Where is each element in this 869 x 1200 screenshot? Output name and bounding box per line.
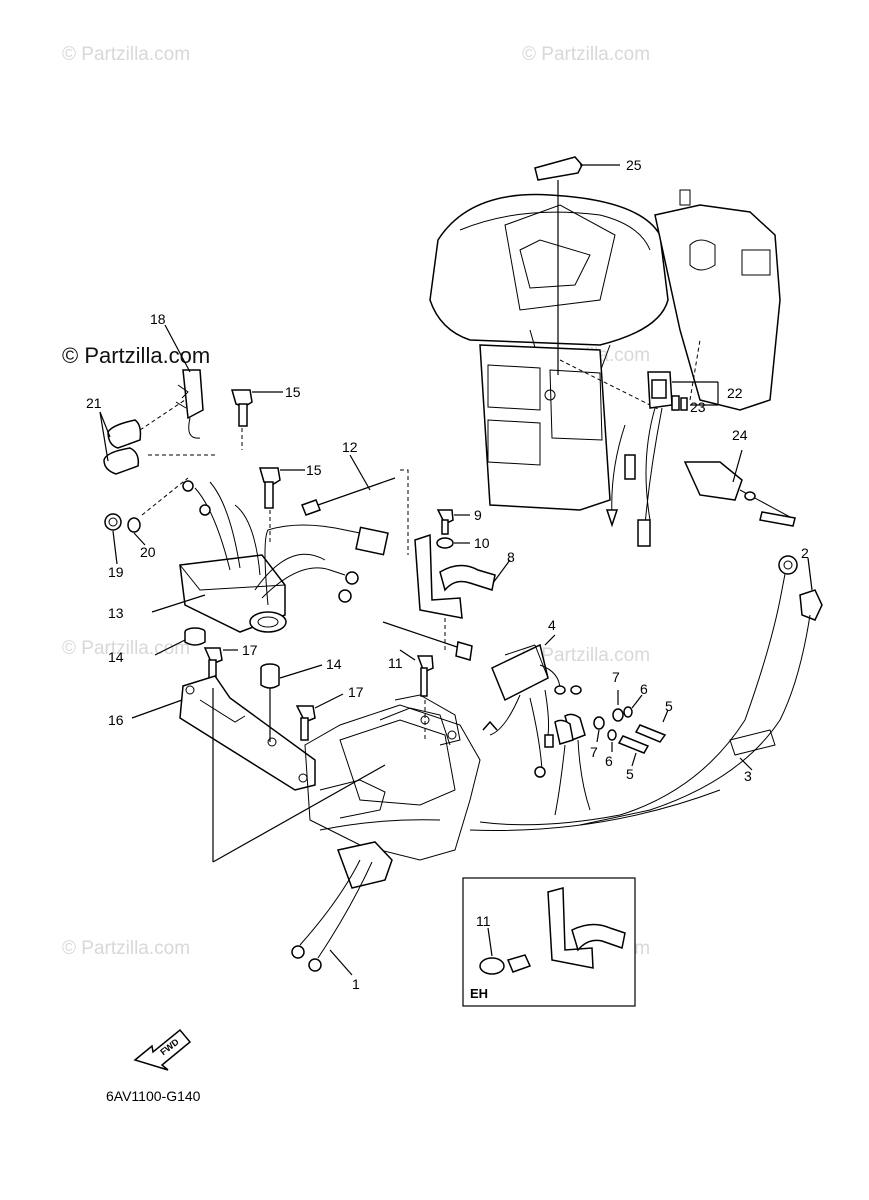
watermark: © Partzilla.com: [62, 938, 191, 959]
inset-label: EH: [470, 986, 488, 1001]
battery-cable-2: [479, 555, 823, 826]
diagram-code: 6AV1100-G140: [106, 1088, 201, 1104]
washer-20: [127, 477, 189, 546]
watermark: © Partzilla.com: [522, 44, 651, 65]
callout-19: 19: [108, 564, 124, 580]
callout-14b: 14: [326, 656, 342, 672]
callout-5b: 5: [626, 766, 634, 782]
callout-25: 25: [626, 157, 642, 173]
callout-24: 24: [732, 427, 748, 443]
connector-22-23: [605, 371, 719, 547]
grommet-14a: [154, 627, 206, 656]
harness-3: [319, 757, 753, 831]
bolt-17a: [203, 647, 238, 685]
washer-7b: [593, 716, 605, 743]
callout-1: 1: [352, 976, 360, 992]
callout-5a: 5: [665, 698, 673, 714]
callout-15b: 15: [306, 462, 322, 478]
washer-7a: [612, 690, 624, 722]
callout-23: 23: [690, 399, 706, 415]
bolt-5a: [634, 709, 669, 743]
rectifier-4: [482, 634, 561, 778]
callout-16: 16: [108, 712, 124, 728]
callout-17b: 17: [348, 684, 364, 700]
callout-17a: 17: [242, 642, 258, 658]
caps-21: [99, 399, 215, 475]
nut-19: [104, 513, 122, 565]
grommet-14b: [260, 663, 323, 689]
bracket-24: [683, 449, 796, 527]
bolt-15b: [259, 467, 305, 545]
callout-21: 21: [86, 395, 102, 411]
watermark: © Partzilla.com: [522, 645, 651, 666]
inset-eh: [462, 877, 636, 1007]
bracket-16: [131, 675, 386, 863]
callout-8: 8: [507, 549, 515, 565]
watermark: © Partzilla.com: [62, 44, 191, 65]
terminal-connectors: [554, 685, 591, 816]
callout-22: 22: [727, 385, 743, 401]
callout-10: 10: [474, 535, 490, 551]
callout-3: 3: [744, 768, 752, 784]
cable-tie-12: [301, 454, 409, 555]
callout-11: 11: [388, 655, 403, 671]
grommet-part-1: [291, 841, 393, 976]
lower-housing: [304, 694, 481, 861]
washer-6b: [607, 729, 617, 752]
callout-18: 18: [150, 311, 166, 327]
bracket-8: [414, 533, 511, 650]
washer-10: [436, 537, 470, 549]
fwd-arrow-icon: [133, 1028, 192, 1071]
part-25-clip: [534, 156, 620, 375]
callout-7a: 7: [612, 669, 620, 685]
callout-6b: 6: [605, 753, 613, 769]
callouts: 25 22 23 24 18 21 15 15 12 9 10 8 2 20 1…: [86, 157, 809, 1104]
callout-6a: 6: [640, 681, 648, 697]
inset-callout-11: 11: [476, 913, 491, 929]
cdi-unit-13: [151, 480, 389, 633]
switch-18: [164, 324, 204, 439]
callout-20: 20: [140, 544, 156, 560]
bolt-9: [436, 509, 470, 535]
callout-13: 13: [108, 605, 124, 621]
bolt-15a: [231, 389, 283, 450]
callout-14a: 14: [108, 649, 124, 665]
callout-4: 4: [548, 617, 556, 633]
callout-2: 2: [801, 545, 809, 561]
washer-6a: [623, 694, 643, 718]
callout-7b: 7: [590, 744, 598, 760]
callout-9: 9: [474, 507, 482, 523]
bolt-5b: [617, 735, 650, 767]
bolt-17b: [295, 693, 344, 741]
cable-tie-11: [382, 621, 473, 740]
callout-12: 12: [342, 439, 358, 455]
engine-illustration: [429, 189, 781, 511]
callout-15a: 15: [285, 384, 301, 400]
